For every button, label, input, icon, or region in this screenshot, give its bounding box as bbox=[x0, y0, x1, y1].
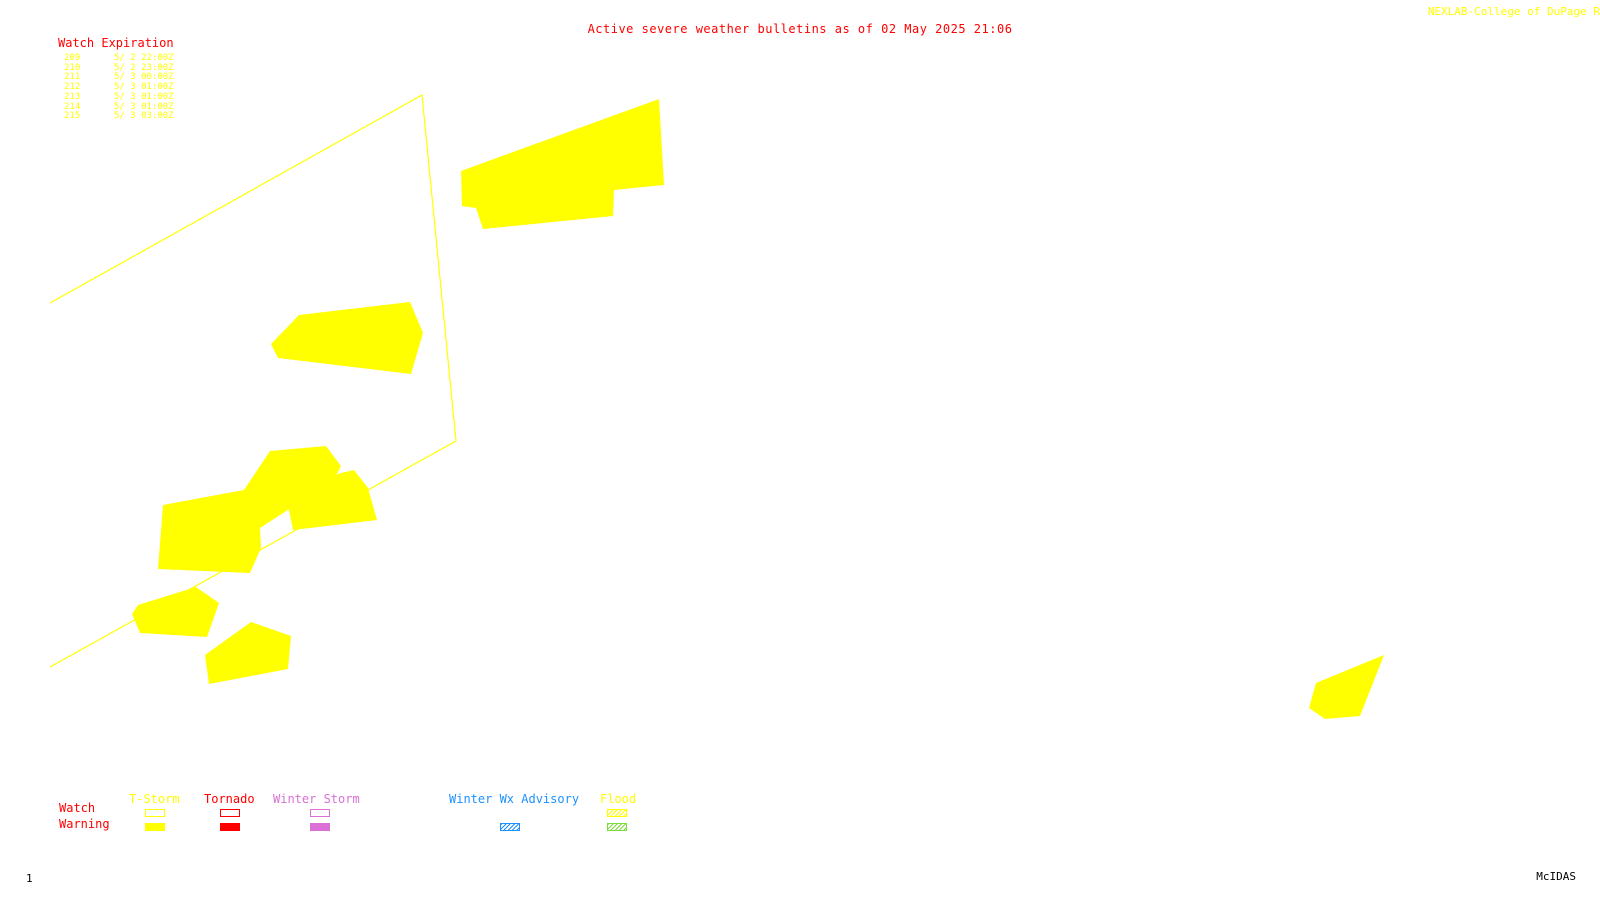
tstorm-warning-polygon bbox=[271, 302, 423, 374]
watch-number: 214 bbox=[64, 101, 81, 112]
watch-number: 209 bbox=[64, 53, 81, 63]
watch-number: 211 bbox=[64, 72, 81, 83]
watch-row: 215 5/ 3 03:00Z bbox=[64, 112, 174, 122]
watch-expires: 5/ 2 23:00Z bbox=[114, 62, 174, 73]
frame-number: 1 bbox=[26, 872, 33, 885]
watch-expiration-heading: Watch Expiration bbox=[58, 36, 174, 50]
legend-tornado-watch-swatch bbox=[220, 809, 240, 817]
legend-tornado-label: Tornado bbox=[204, 792, 255, 806]
source-credit: NEXLAB-College of DuPage R bbox=[1427, 5, 1600, 18]
legend-winter-storm-watch-swatch bbox=[310, 809, 330, 817]
watch-expires: 5/ 2 22:00Z bbox=[114, 53, 174, 63]
legend-tstorm-warning-swatch bbox=[145, 823, 165, 831]
watch-expires: 5/ 3 00:00Z bbox=[114, 72, 174, 83]
watch-number: 210 bbox=[64, 62, 81, 73]
legend-flood-label: Flood bbox=[600, 792, 637, 806]
watch-number: 215 bbox=[64, 111, 81, 122]
legend-winter-wx-advisory-label: Winter Wx Advisory bbox=[449, 792, 580, 806]
legend-tstorm-watch-swatch bbox=[145, 809, 165, 817]
tstorm-warning-polygon bbox=[461, 99, 664, 229]
legend-tstorm-label: T-Storm bbox=[129, 792, 180, 806]
legend-warning-label: Warning bbox=[59, 817, 110, 831]
watch-expires: 5/ 3 01:00Z bbox=[114, 82, 174, 93]
watch-expires: 5/ 3 03:00Z bbox=[114, 111, 174, 122]
watch-number: 213 bbox=[64, 91, 81, 102]
watch-row: 211 5/ 3 00:00Z bbox=[64, 73, 174, 83]
watch-expires: 5/ 3 01:00Z bbox=[114, 101, 174, 112]
software-label: McIDAS bbox=[1536, 870, 1576, 883]
watch-expires: 5/ 3 01:00Z bbox=[114, 91, 174, 102]
tstorm-warning-polygon bbox=[158, 446, 341, 573]
legend-winter-wx-advisory-swatch bbox=[500, 823, 520, 831]
legend-watch-label: Watch bbox=[59, 801, 96, 815]
watch-row: 214 5/ 3 01:00Z bbox=[64, 101, 174, 113]
legend-winter-storm-label: Winter Storm bbox=[273, 792, 360, 806]
watch-row: 209 5/ 2 22:00Z bbox=[64, 53, 174, 64]
legend-winter-storm-warning-swatch bbox=[310, 823, 330, 831]
tstorm-warning-polygon bbox=[132, 587, 219, 637]
tstorm-warning-polygon bbox=[1309, 655, 1384, 719]
watch-row: 210 5/ 2 23:00Z bbox=[64, 62, 174, 74]
tstorm-warning-polygon bbox=[205, 622, 291, 684]
legend-flood-warning-swatch bbox=[607, 823, 627, 831]
watch-number: 212 bbox=[64, 82, 81, 93]
watch-expiration-list: 209 5/ 2 22:00Z 210 5/ 2 23:00Z 211 5/ 3 00… bbox=[64, 53, 174, 122]
watch-row: 213 5/ 3 01:00Z bbox=[64, 91, 174, 103]
legend-flood-watch-swatch bbox=[607, 809, 627, 817]
tstorm-warning-polygon bbox=[286, 470, 377, 530]
watch-row: 212 5/ 3 01:00Z bbox=[64, 82, 174, 93]
legend-tornado-warning-swatch bbox=[220, 823, 240, 831]
tstorm-watch-outline bbox=[49, 94, 457, 668]
bulletin-title: Active severe weather bulletins as of 02… bbox=[587, 22, 1013, 36]
